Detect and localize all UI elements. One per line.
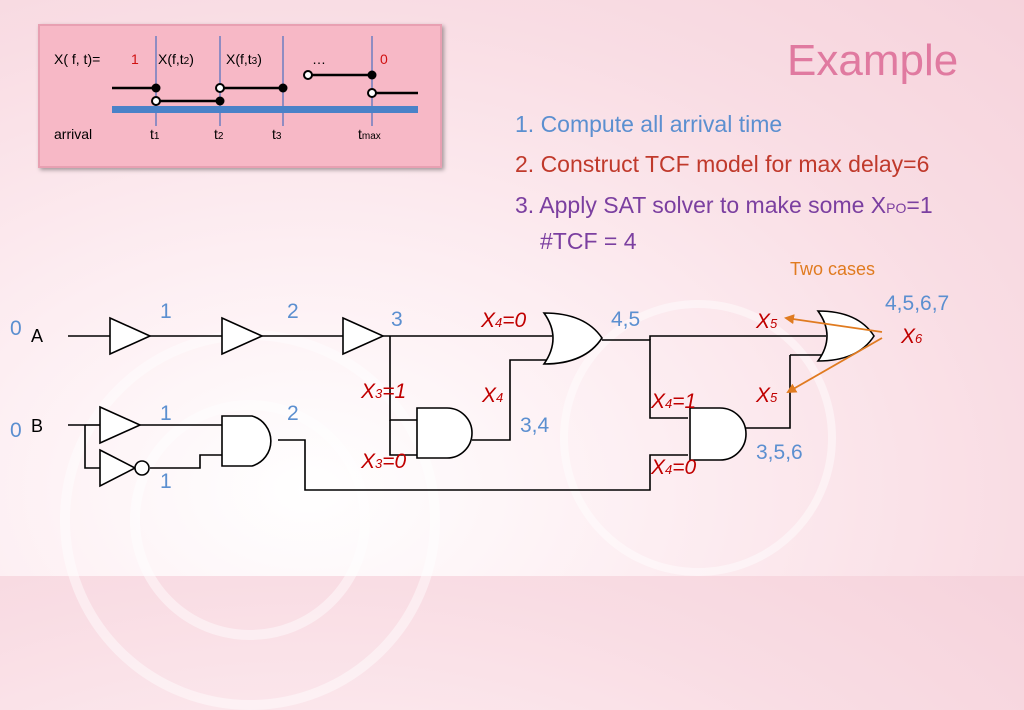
tcf-value-0: 0 <box>380 51 388 67</box>
slide: Example 1. Compute all arrival time 2. C… <box>10 24 959 710</box>
step-1: 1. Compute all arrival time <box>515 111 783 137</box>
tcf-waveform-panel: X( f, t)= 1 X(f,t2) X(f,t3) … 0 arrival … <box>38 24 442 168</box>
input-b-time: 0 <box>10 419 22 442</box>
arrival-label: 1 <box>160 402 172 425</box>
arrival-label: arrival <box>54 126 92 142</box>
case-arrow <box>784 314 883 333</box>
decorative-swirl <box>560 300 836 576</box>
tcf-label: X4 <box>481 384 503 407</box>
tcf-label: X6 <box>900 325 923 348</box>
tcf-label: X3=1 <box>360 380 406 403</box>
time-t2: t2 <box>214 126 224 142</box>
tcf-value-1: 1 <box>131 51 139 67</box>
input-a-label: A <box>31 326 43 346</box>
and-gate <box>416 407 473 459</box>
arrival-label: 4,5 <box>611 308 640 331</box>
arrival-label: 3,5,6 <box>756 441 803 464</box>
wires <box>68 335 826 491</box>
arrival-label: 1 <box>160 300 172 323</box>
time-t3: t3 <box>272 126 282 142</box>
tcf-label: X5 <box>755 384 778 407</box>
buffer-gate <box>99 405 142 445</box>
tcf-value-ellipsis: … <box>312 51 326 67</box>
circuit-diagram: 0 A 0 B 1 2 3 1 1 2 3,4 4,5 3,5,6 4,5,6,… <box>10 259 949 493</box>
step-3-subscript: PO <box>886 200 907 216</box>
tcf-label: X4=0 <box>650 456 697 479</box>
arrival-label: 3,4 <box>520 414 550 437</box>
step-3: 3. Apply SAT solver to make some XPO=1 <box>515 192 933 218</box>
time-axis-bar <box>112 106 418 113</box>
and-gate <box>689 407 747 461</box>
time-tmax: tmax <box>358 126 381 142</box>
slide-title: Example <box>787 36 959 85</box>
step-2: 2. Construct TCF model for max delay=6 <box>515 151 930 177</box>
input-b-label: B <box>31 416 43 436</box>
time-t1: t1 <box>150 126 160 142</box>
or-gate <box>542 312 603 365</box>
tcf-label: X4=0 <box>480 309 527 332</box>
buffer-gate <box>342 316 385 356</box>
tcf-label: X4=1 <box>650 390 696 413</box>
arrival-label: 1 <box>160 470 172 493</box>
two-cases-label: Two cases <box>790 259 875 279</box>
inverter-bubble <box>134 460 150 476</box>
input-a-time: 0 <box>10 317 22 340</box>
buffer-gate <box>109 316 152 356</box>
buffer-gate <box>221 316 264 356</box>
tcf-value-3: X(f,t3) <box>226 51 262 67</box>
tcf-function-label: X( f, t)= <box>54 51 100 67</box>
or-gate <box>816 310 875 362</box>
tcf-label: X5 <box>755 310 778 333</box>
case-arrow <box>786 337 883 393</box>
tcf-waveform: X( f, t)= 1 X(f,t2) X(f,t3) … 0 arrival … <box>54 36 418 142</box>
arrival-label: 3 <box>391 308 403 331</box>
and-gate <box>221 415 272 467</box>
arrival-label: 2 <box>287 402 299 425</box>
inverter-gate <box>99 448 137 488</box>
tcf-count: #TCF = 4 <box>540 228 637 254</box>
gates <box>99 310 875 488</box>
arrival-label: 2 <box>287 300 299 323</box>
arrival-label: 4,5,6,7 <box>885 292 949 315</box>
tcf-label: X3=0 <box>360 450 407 473</box>
